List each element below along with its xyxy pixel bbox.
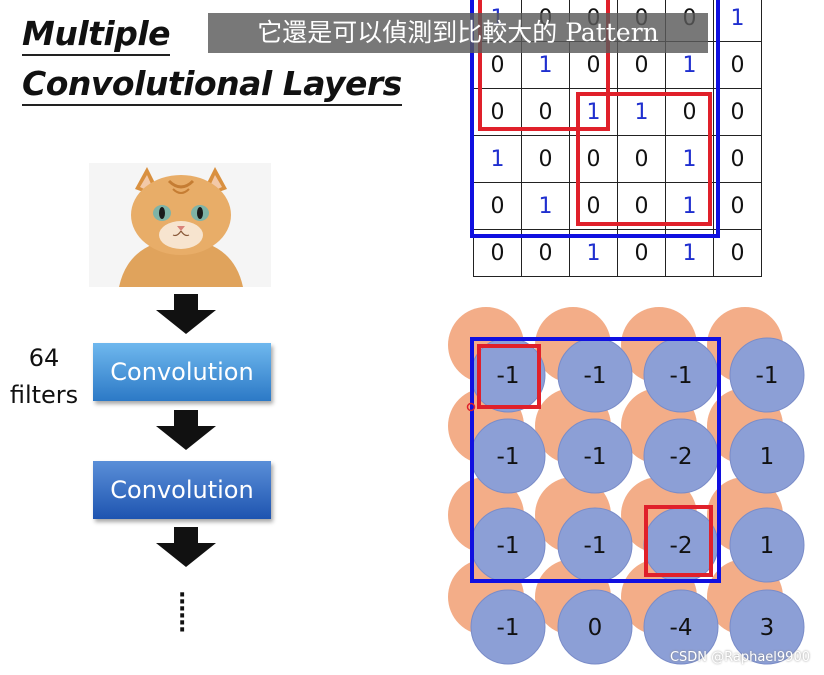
- matrix-cell: 0: [713, 135, 762, 183]
- filters-word: filters: [9, 381, 79, 409]
- feature-value: 1: [760, 533, 775, 559]
- matrix-cell: 0: [713, 182, 762, 230]
- blue-region-box: [470, 337, 721, 583]
- filters-label: 64 filters: [6, 340, 82, 414]
- feature-value: 3: [760, 615, 775, 641]
- feature-value: -1: [497, 533, 520, 559]
- feature-value: 1: [760, 444, 775, 470]
- cat-illustration: [89, 163, 271, 287]
- matrix-cell: 1: [473, 135, 522, 183]
- feature-value: -2: [670, 533, 693, 559]
- title-line-1: Multiple: [22, 14, 171, 56]
- feature-circle: [643, 589, 719, 665]
- matrix-cell: 0: [713, 88, 762, 136]
- feature-value: -1: [584, 363, 607, 389]
- cat-image: [89, 163, 271, 287]
- convolution-layer-1: Convolution: [93, 343, 271, 401]
- red-highlight-box-1: [477, 344, 541, 409]
- matrix-cell: 0: [521, 135, 570, 183]
- matrix-cell: 0: [473, 182, 522, 230]
- red-filter-box-1: [478, 0, 610, 131]
- watermark: CSDN @Raphael9900: [669, 650, 810, 665]
- convolution-layer-2: Convolution: [93, 461, 271, 519]
- feature-value: -1: [497, 363, 520, 389]
- matrix-cell: 0: [665, 88, 714, 136]
- matrix-cell: 0: [713, 229, 762, 277]
- feature-value: -1: [497, 615, 520, 641]
- feature-value: -1: [584, 444, 607, 470]
- red-filter-box-2: [576, 92, 712, 226]
- filters-count: 64: [28, 344, 60, 372]
- feature-value: -2: [670, 444, 693, 470]
- feature-value: -1: [670, 363, 693, 389]
- feature-circle: [557, 418, 633, 494]
- feature-circle: [729, 589, 805, 665]
- feature-value: -1: [584, 533, 607, 559]
- feature-circle: [729, 507, 805, 583]
- red-highlight-box-2: [644, 505, 713, 577]
- feature-circle: [557, 589, 633, 665]
- pointer-dot: [466, 402, 476, 412]
- feature-circle: [729, 418, 805, 494]
- feature-value: -1: [497, 444, 520, 470]
- feature-value: 0: [588, 615, 603, 641]
- feature-value: -1: [756, 363, 779, 389]
- blue-receptive-field-box: [470, 0, 720, 238]
- subtitle-caption: 它還是可以偵測到比較大的 Pattern: [208, 13, 708, 53]
- title-line-2: Convolutional Layers: [22, 64, 402, 106]
- matrix-cell: 0: [713, 41, 762, 89]
- feature-circle: [470, 589, 546, 665]
- ellipsis-dots: · · · · · ·: [178, 583, 187, 643]
- feature-circle: [729, 337, 805, 413]
- feature-value: -4: [670, 615, 693, 641]
